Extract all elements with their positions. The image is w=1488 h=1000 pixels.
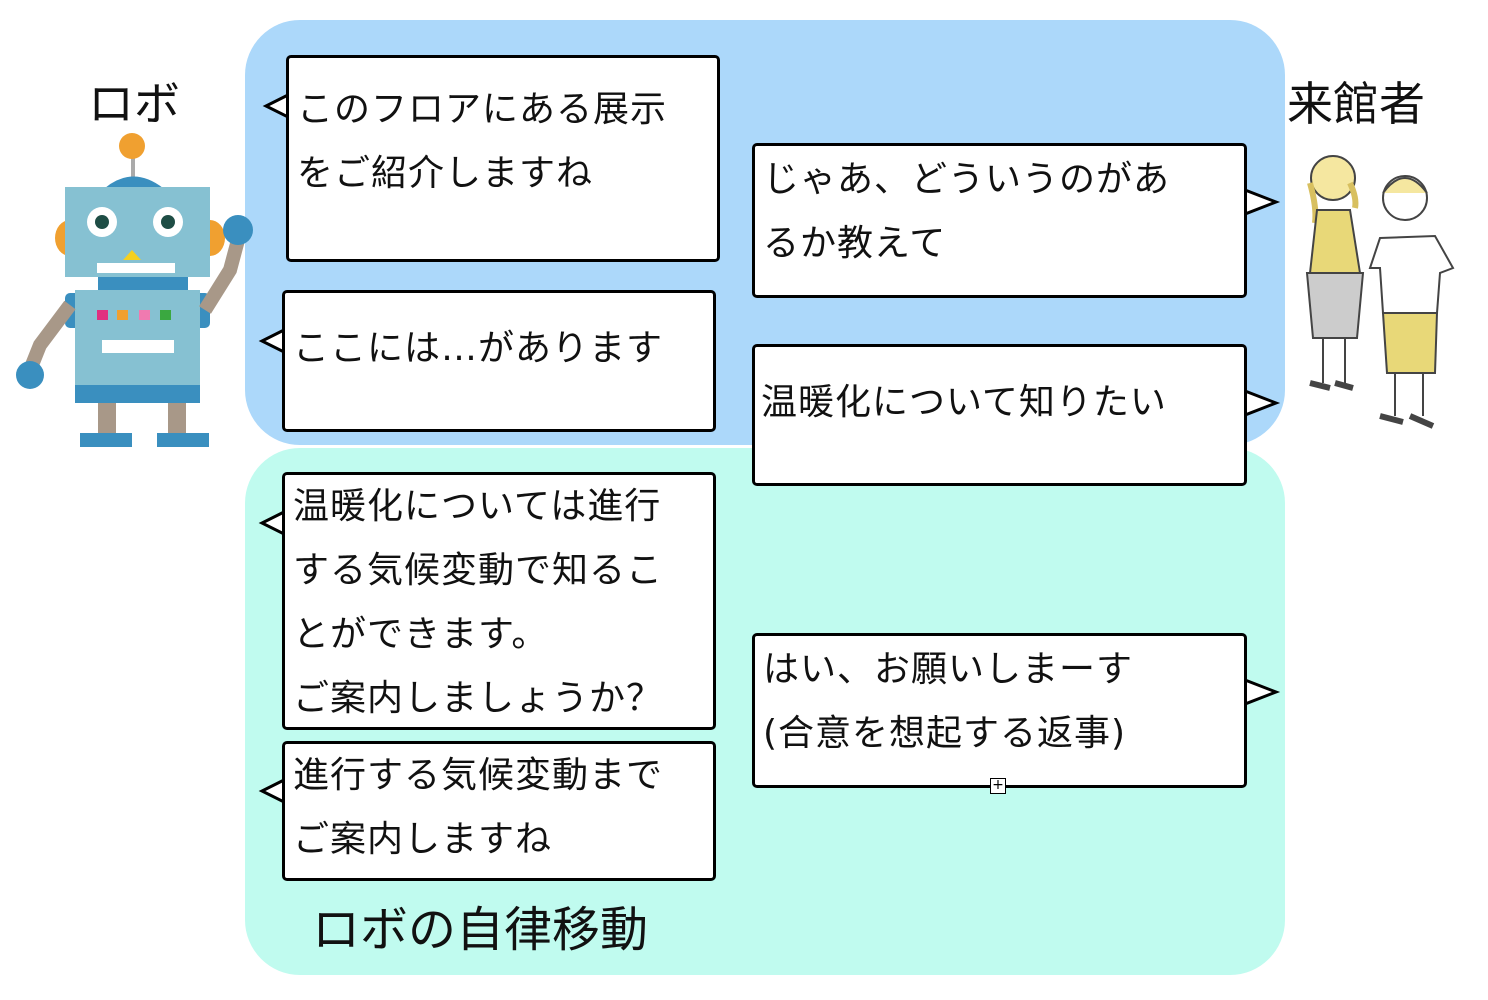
robot-icon bbox=[16, 133, 253, 447]
bubble-pointer-icon bbox=[1243, 388, 1281, 418]
visitor-bubble-warming: 温暖化について知りたい bbox=[752, 344, 1247, 486]
bubble-pointer-icon bbox=[1243, 677, 1281, 707]
visitor-bubble-ask: じゃあ、どういうのがあ るか教えて bbox=[752, 143, 1247, 298]
visitor-label: 来館者 bbox=[1287, 77, 1425, 131]
autonomous-move-label: ロボの自律移動 bbox=[312, 902, 649, 958]
robot-bubble-intro: このフロアにある展示 をご紹介しますね bbox=[286, 55, 720, 262]
visitors-icon bbox=[1305, 155, 1455, 429]
robot-bubble-guide-offer: 温暖化については進行 する気候変動で知るこ とができます。 ご案内しましょうか？ bbox=[282, 472, 716, 730]
robot-label: ロボ bbox=[88, 77, 180, 131]
expand-icon[interactable]: + bbox=[990, 778, 1006, 794]
bubble-pointer-icon bbox=[1243, 187, 1281, 217]
robot-bubble-guide-start: 進行する気候変動まで ご案内しますね bbox=[282, 741, 716, 881]
visitor-bubble-agree: はい、お願いしまーす (合意を想起する返事) bbox=[752, 633, 1247, 788]
robot-bubble-exhibits: ここには…があります bbox=[282, 290, 716, 432]
